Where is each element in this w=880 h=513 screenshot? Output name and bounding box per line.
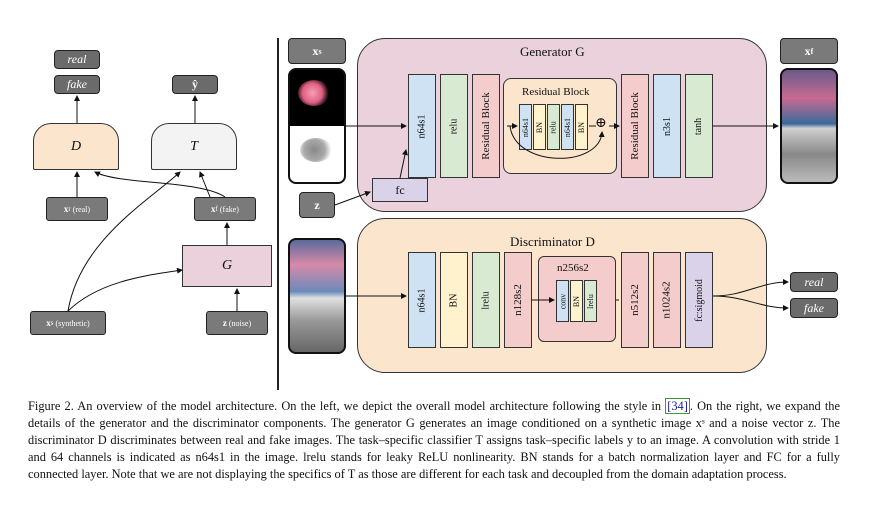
arrow-z-to-fc [334,190,371,206]
res-layer-n64s1-b: n64s1 [561,104,574,150]
x-synthetic-sup: s [50,319,54,327]
generator-layer-n64s1: n64s1 [408,74,436,178]
generator-input-symbol: x [312,43,319,58]
generator-layer-n3s1: n3s1 [653,74,681,178]
z-noise-box: z(noise) [206,311,268,335]
discriminator-label: D [70,138,82,154]
arrow-disc-to-real [712,279,789,297]
arrow-xfake-to-t [199,171,211,198]
discriminator-input-image [288,238,346,354]
caption-text-start: Figure 2. An overview of the model archi… [28,399,666,413]
generator-output-sup: f [810,46,814,56]
x-fake-sub: (fake) [219,204,239,214]
fc-layer-label: fc [395,182,405,197]
caption-text-mid: . On the [689,399,732,413]
generator-block-left: G [182,245,272,287]
output-real-box: real [54,50,100,69]
arrow-fc-to-gen [399,149,408,179]
disc-layer-lrelu: lrelu [472,252,500,348]
disc-output-fake: fake [790,298,838,318]
z-noise-symbol: z [222,318,227,328]
res-layer-bn-b: BN [575,104,588,150]
generator-layer-residual-1: Residual Block [472,74,500,178]
classifier-block: T [151,123,237,170]
disc-layer-n512s2: n512s2 [621,252,649,348]
output-real-label: real [67,52,87,66]
disc-inner-lrelu: lrelu [584,280,597,322]
noise-input-box: z [299,192,335,218]
x-real-sub: (real) [72,204,91,214]
noise-input-symbol: z [314,197,320,212]
divider-line [277,38,279,390]
caption-text-rest: right, we expand the details of the gene… [28,399,840,481]
generator-output-symbol: x [804,43,811,58]
output-fake-label: fake [67,77,87,91]
x-real-sup: r [68,205,71,213]
x-real-symbol: x [63,204,69,214]
output-yhat-box: ŷ [172,75,218,94]
discriminator-block: D [33,123,119,170]
arrow-xsynth-to-g [67,267,183,312]
generator-label-left: G [221,258,233,273]
disc-layer-n128s2: n128s2 [504,252,532,348]
discriminator-title: Discriminator D [510,234,595,249]
generator-layer-tanh: tanh [685,74,713,178]
arrow-disc-to-fake [712,295,789,311]
disc-output-fake-label: fake [804,300,824,315]
res-layer-bn-a: BN [533,104,546,150]
disc-inner-bn: BN [570,280,583,322]
figure-caption: Figure 2. An overview of the model archi… [28,398,840,483]
x-synthetic-sub: (synthetic) [55,318,90,328]
generated-image [780,68,838,184]
disc-layer-n1024s2: n1024s2 [653,252,681,348]
fc-layer: fc [372,178,428,202]
x-fake-sup: f [215,205,218,213]
x-synthetic-symbol: x [46,318,51,328]
residual-block-title: Residual Block [522,86,590,98]
generator-input-sup: s [318,46,322,56]
generator-layer-residual-2: Residual Block [621,74,649,178]
disc-output-real-label: real [804,274,824,289]
z-noise-sub: (noise) [228,318,252,328]
arrow-xfake-to-d [94,171,226,198]
disc-output-real: real [790,272,838,292]
residual-sum-icon: ⊕ [595,116,607,131]
connector-lines [67,95,789,312]
citation-link[interactable]: [34] [665,398,690,414]
disc-layer-fc-sigmoid: fc:sigmoid [685,252,713,348]
generator-title: Generator G [520,44,585,59]
x-fake-symbol: x [211,204,216,214]
residual-skip-connection [509,125,605,159]
disc-inner-title: n256s2 [557,262,589,274]
classifier-label: T [190,138,198,154]
arrow-xsynth-to-t [67,171,181,312]
disc-layer-bn: BN [440,252,468,348]
generator-layer-relu: relu [440,74,468,178]
res-layer-relu: relu [547,104,560,150]
output-fake-box: fake [54,75,100,94]
disc-layer-n64s1: n64s1 [408,252,436,348]
disc-inner-conv: conv [556,280,569,322]
output-yhat-label: ŷ [192,77,198,91]
synthetic-image [288,68,346,184]
